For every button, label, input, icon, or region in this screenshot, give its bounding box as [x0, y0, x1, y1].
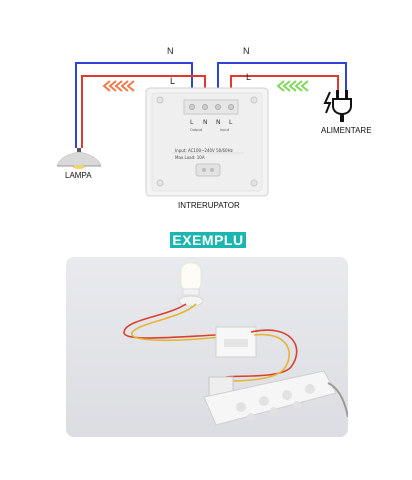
live-label-right: L [246, 72, 252, 82]
neutral-label-right: N [243, 46, 250, 56]
terminal-label-3: N [216, 119, 221, 126]
live-label-left: L [170, 76, 176, 86]
terminal-label-2: N [203, 119, 208, 126]
switch-plate [145, 87, 269, 197]
wiring-diagram [56, 62, 352, 197]
power-strip-photo [203, 370, 337, 426]
switch-label: INTRERUPATOR [178, 201, 240, 210]
neutral-wire-right [217, 62, 347, 103]
example-photo-illustration [66, 257, 348, 437]
output-label: Output [190, 128, 203, 132]
neutral-wire-left [75, 62, 193, 148]
flow-arrows-left [102, 80, 135, 92]
terminal-label-1: L [190, 119, 194, 126]
flow-arrows-right [276, 80, 309, 92]
lamp-icon [56, 148, 102, 169]
plug-icon [323, 90, 352, 122]
supply-label: ALIMENTARE [321, 126, 372, 135]
switch-module-photo [215, 326, 257, 358]
bulb-photo [178, 262, 204, 307]
example-banner: EXEMPLU [170, 232, 246, 248]
spec-line-2: Max.Load: 10A [175, 155, 205, 160]
example-photo [66, 257, 348, 437]
lamp-label: LAMPA [65, 171, 92, 180]
terminal-label-4: L [229, 119, 233, 126]
input-label: Input [220, 128, 230, 132]
spec-line-1: Input: AC100~240V 50/60Hz [175, 148, 233, 153]
neutral-label-left: N [167, 46, 174, 56]
